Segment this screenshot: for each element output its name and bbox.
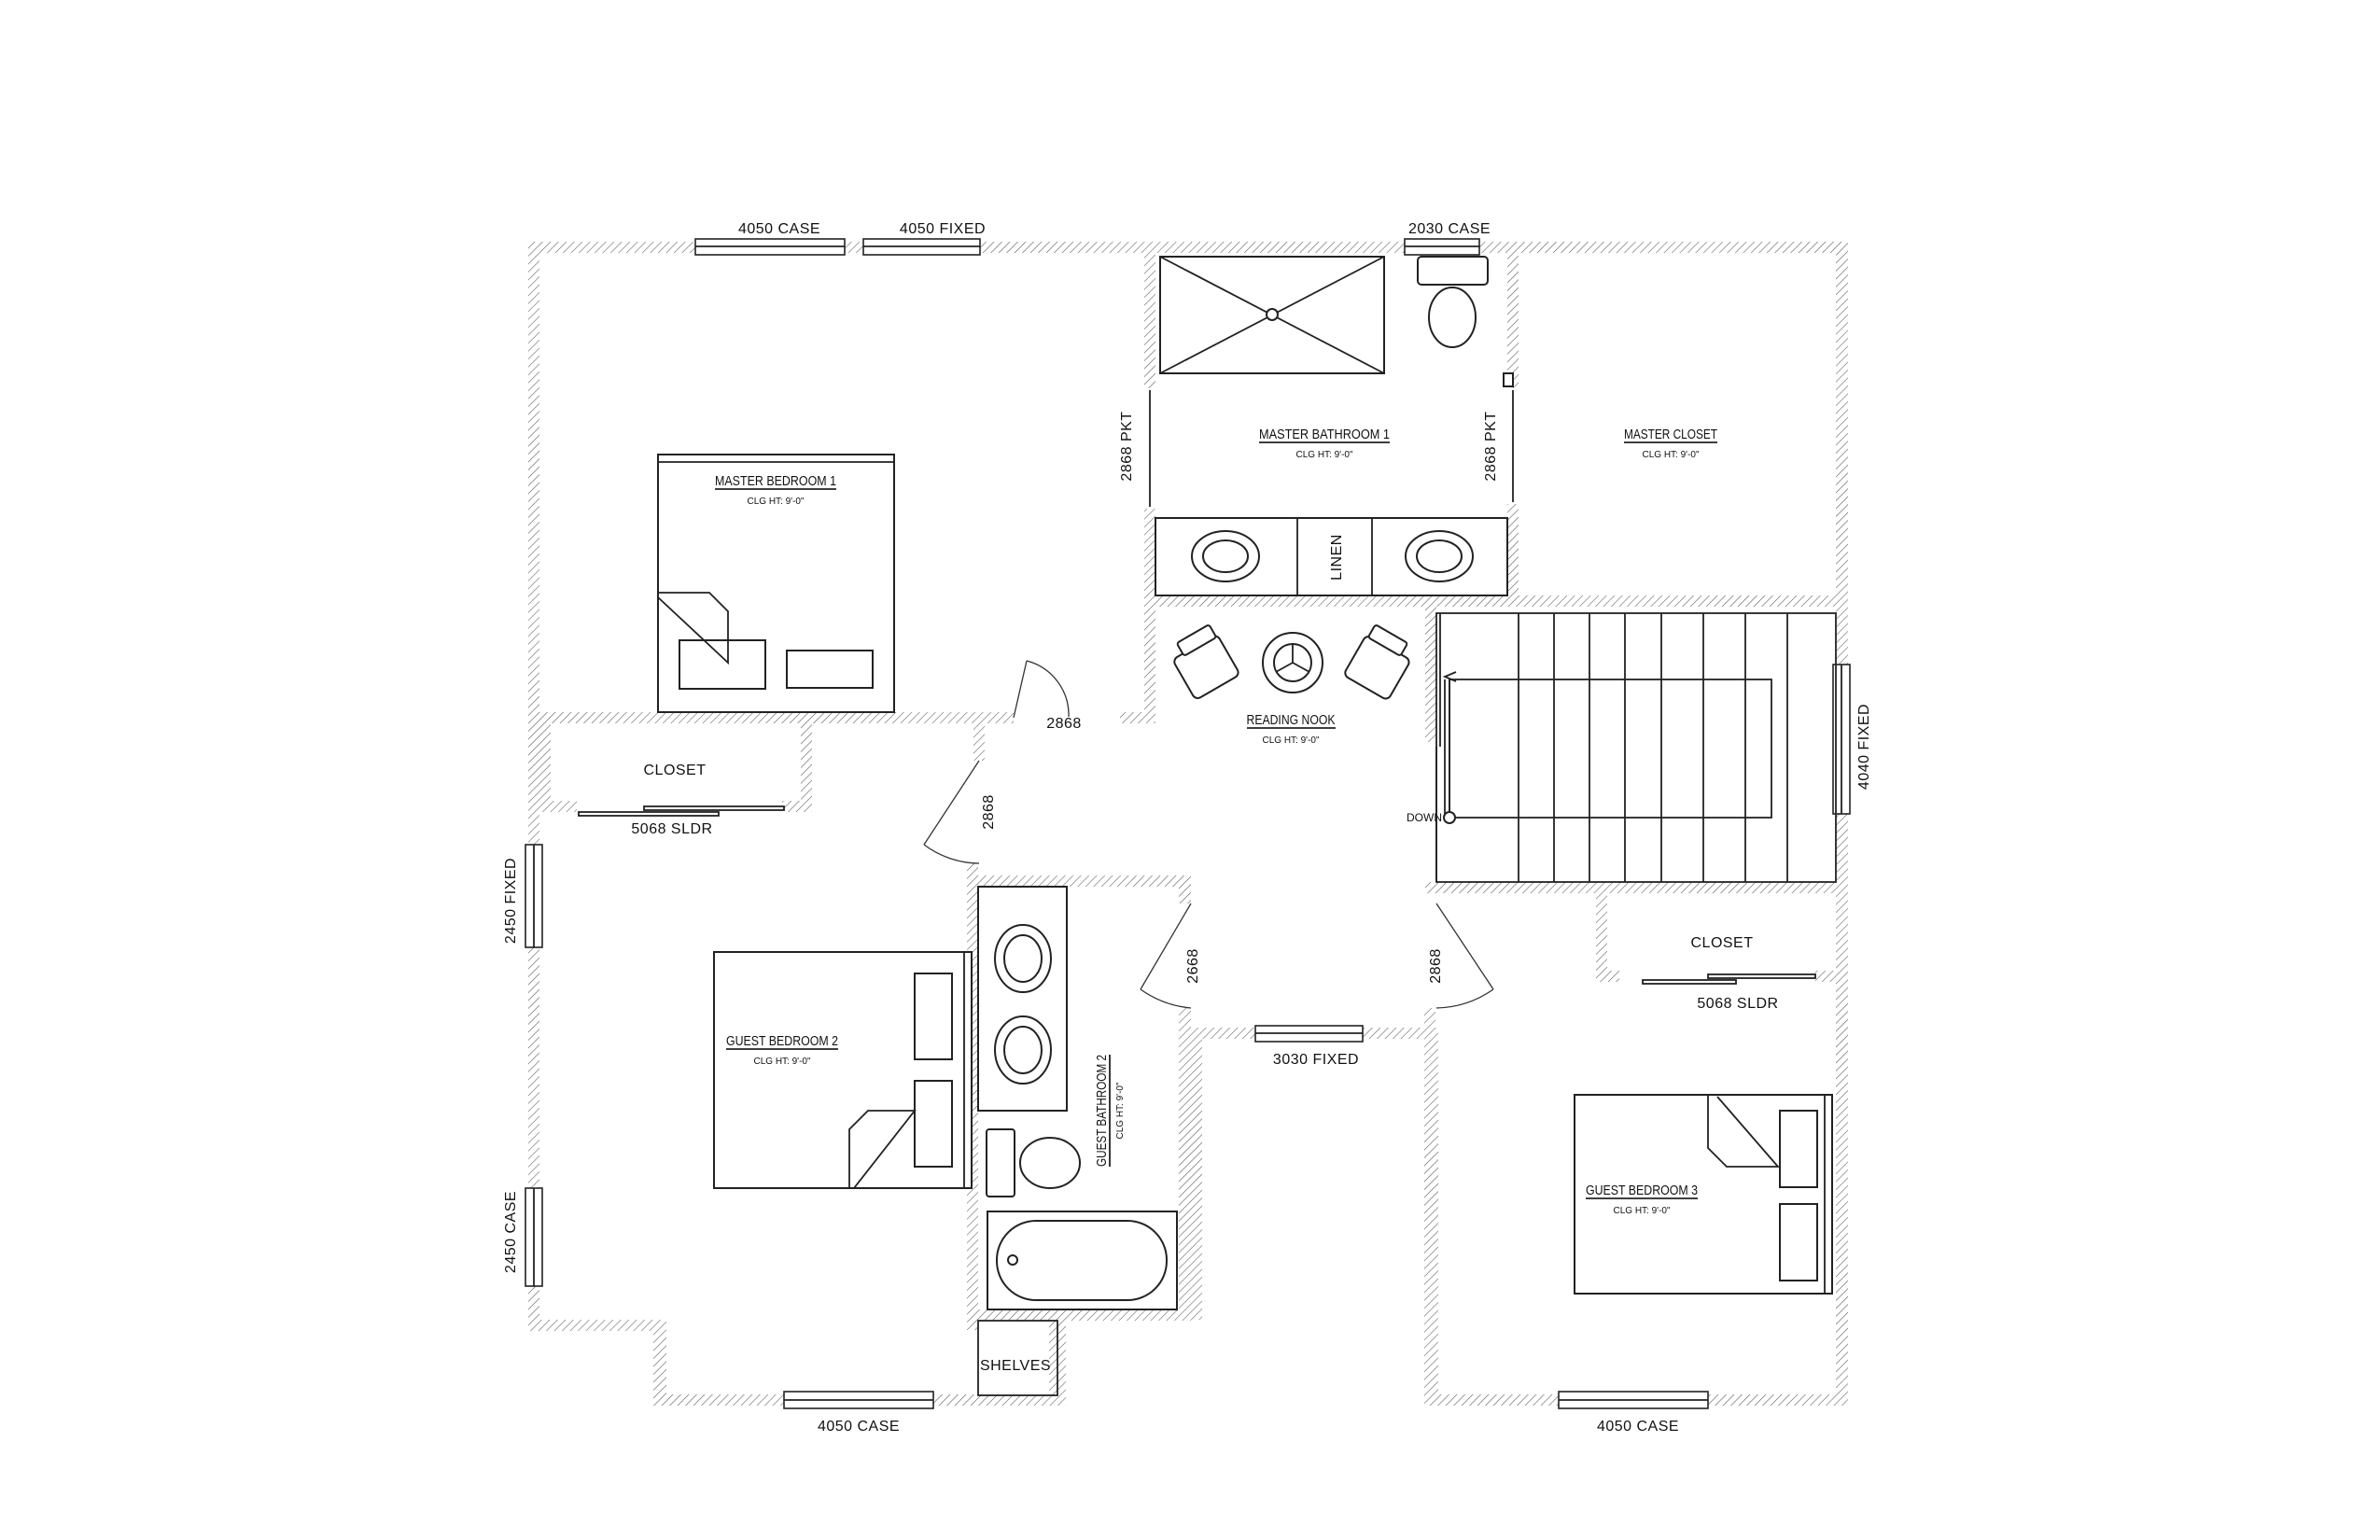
room-name-guest-bathroom-2: GUEST BATHROOM 2 <box>1094 1055 1110 1167</box>
room-ceiling-guest-bedroom-2: CLG HT: 9'-0" <box>753 1057 810 1067</box>
stairs <box>1435 612 1837 883</box>
room-name-master-bathroom: MASTER BATHROOM 1 <box>1259 427 1390 442</box>
room-name-linen: LINEN <box>1329 534 1345 581</box>
room-ceiling-master-bedroom: CLG HT: 9'-0" <box>747 497 804 507</box>
armchair-left <box>1173 624 1239 699</box>
door-label-guest2: 2868 <box>981 794 997 830</box>
armchair-right <box>1344 624 1410 700</box>
room-ceiling-master-bathroom: CLG HT: 9'-0" <box>1295 450 1352 460</box>
door-label-bath2: 2668 <box>1185 948 1201 984</box>
window-label-bottom-1: 4050 CASE <box>818 1419 900 1435</box>
room-ceiling-guest-bathroom-2: CLG HT: 9'-0" <box>1115 1082 1126 1139</box>
door-labels: 2868 PKT 2868 PKT 2868 2868 2668 2868 50… <box>631 411 1778 1012</box>
door-label-sldr-1: 5068 SLDR <box>631 821 712 837</box>
bed-guest-2 <box>713 951 973 1189</box>
room-name-master-bedroom: MASTER BEDROOM 1 <box>715 473 836 489</box>
stairs-label: DOWN <box>1407 811 1442 824</box>
window-label-top-1: 4050 CASE <box>738 221 820 237</box>
door-label-master: 2868 <box>1046 716 1082 732</box>
interior-walls <box>539 253 1836 1330</box>
window-labels: 4050 CASE 4050 FIXED 2030 CASE 4040 FIXE… <box>503 221 1872 1435</box>
fixtures <box>977 256 1508 1396</box>
window-label-left-1: 2450 FIXED <box>503 858 519 944</box>
window-label-bottom-2: 4050 CASE <box>1597 1419 1679 1435</box>
door-label-pkt-2: 2868 PKT <box>1483 411 1499 481</box>
room-name-guest-bedroom-3: GUEST BEDROOM 3 <box>1586 1183 1698 1198</box>
room-name-closet-left: CLOSET <box>643 763 706 778</box>
room-ceiling-guest-bedroom-3: CLG HT: 9'-0" <box>1613 1206 1670 1216</box>
room-name-guest-bedroom-2: GUEST BEDROOM 2 <box>726 1033 838 1049</box>
window-label-center: 3030 FIXED <box>1273 1052 1359 1068</box>
window-label-right: 4040 FIXED <box>1856 704 1872 790</box>
toilet-guest <box>1019 1137 1081 1189</box>
room-name-shelves: SHELVES <box>980 1358 1051 1374</box>
room-ceiling-reading-nook: CLG HT: 9'-0" <box>1262 735 1319 746</box>
room-ceiling-master-closet: CLG HT: 9'-0" <box>1642 450 1699 460</box>
room-labels: MASTER BEDROOM 1 CLG HT: 9'-0" MASTER BA… <box>643 427 1753 1374</box>
windows <box>525 238 1851 1409</box>
door-label-guest3: 2868 <box>1428 948 1444 984</box>
doors <box>578 372 1816 1009</box>
window-label-left-2: 2450 CASE <box>503 1191 519 1273</box>
window-label-top-3: 2030 CASE <box>1408 221 1491 237</box>
toilet-master <box>1428 287 1477 348</box>
room-name-closet-right: CLOSET <box>1690 935 1753 951</box>
room-name-reading-nook: READING NOOK <box>1247 712 1336 728</box>
door-label-sldr-2: 5068 SLDR <box>1697 996 1778 1012</box>
window-label-top-2: 4050 FIXED <box>900 221 986 237</box>
bed-master <box>657 454 895 713</box>
bed-guest-3 <box>1574 1094 1833 1295</box>
door-label-pkt-1: 2868 PKT <box>1119 411 1135 481</box>
room-name-master-closet: MASTER CLOSET <box>1624 427 1717 442</box>
